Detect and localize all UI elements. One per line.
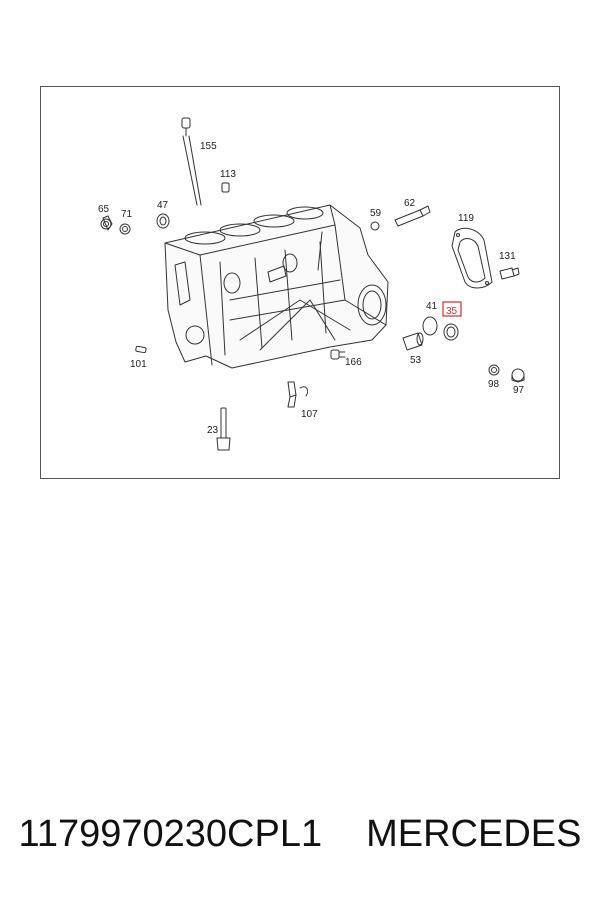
label-59: 59: [370, 208, 382, 219]
label-23: 23: [207, 425, 219, 436]
label-101: 101: [130, 359, 147, 370]
part-71-seal: [119, 223, 131, 235]
label-107: 107: [301, 409, 318, 420]
part-166-bolt: [330, 349, 346, 360]
part-number: 1179970230CPL1: [18, 812, 323, 855]
label-47: 47: [157, 200, 169, 211]
label-155: 155: [200, 141, 217, 152]
label-113: 113: [220, 169, 236, 180]
part-59-ring: [370, 221, 380, 231]
label-97: 97: [513, 385, 525, 396]
label-119: 119: [458, 213, 474, 224]
label-53: 53: [410, 355, 422, 366]
part-97-plug: [511, 368, 525, 383]
label-65: 65: [98, 204, 110, 215]
part-131-bolt: [499, 267, 520, 280]
part-155-bolt: [181, 117, 202, 206]
part-65-plug: [100, 215, 113, 231]
label-131: 131: [499, 251, 516, 262]
part-41-ring: [422, 316, 438, 336]
brand-name: MERCEDES: [366, 812, 582, 855]
label-166: 166: [345, 357, 362, 368]
label-98: 98: [488, 379, 500, 390]
part-113-dowel: [221, 182, 230, 193]
part-35-seal: [443, 323, 459, 341]
part-62-sensor: [394, 205, 431, 227]
part-98-washer: [488, 364, 500, 376]
label-71: 71: [121, 209, 133, 220]
part-119-cover: [451, 227, 493, 289]
part-107-bracket: [287, 381, 309, 408]
part-53-sleeve: [402, 332, 424, 351]
product-caption: 1179970230CPL1 MERCEDES: [0, 806, 600, 862]
highlight-box-35: [442, 301, 462, 317]
label-62: 62: [404, 198, 416, 209]
part-23-bolt: [216, 407, 231, 451]
part-101-pin: [135, 345, 147, 354]
part-47-cap: [156, 213, 170, 229]
engine-block: [164, 204, 389, 369]
label-35: 35: [446, 306, 458, 317]
label-41: 41: [426, 301, 438, 312]
